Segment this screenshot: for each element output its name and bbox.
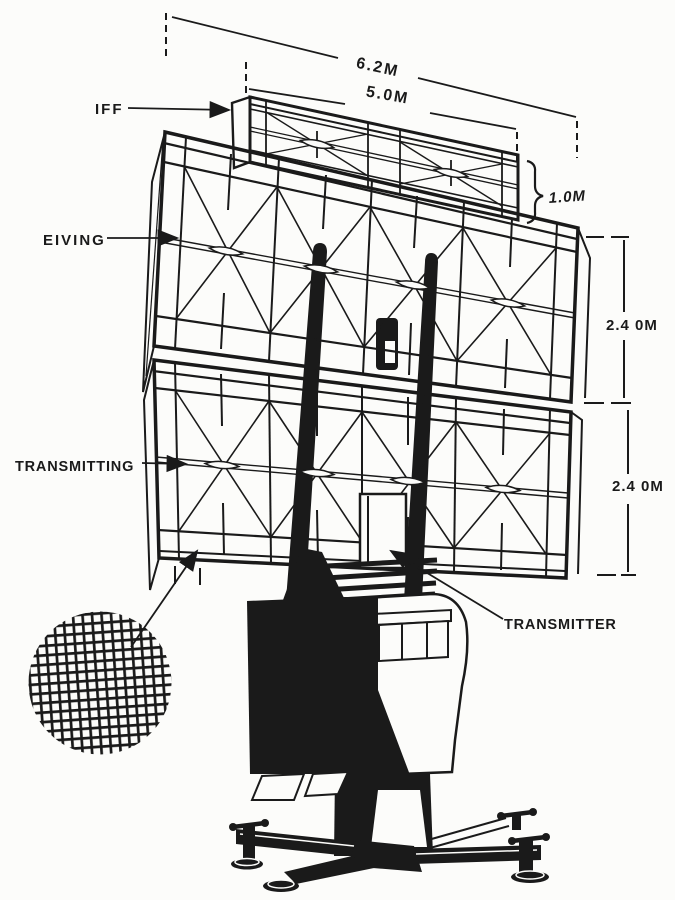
transmitter-label: TRANSMITTER (504, 617, 617, 633)
right-leg-beam (412, 845, 541, 864)
cabinet-window (378, 619, 449, 663)
front-leg-beam (284, 856, 374, 884)
iff-label: IFF (95, 101, 124, 118)
transmitting-label: TRANSMITTING (15, 459, 134, 475)
receiving-height-text: 2.4 0M (606, 317, 658, 334)
support-mast-struts (286, 243, 438, 600)
pedestal-column (345, 597, 410, 775)
right-leveling-jack-upper (497, 808, 537, 830)
mesh-detail-inset (28, 549, 199, 755)
iff-width-text: 5.0M (365, 83, 411, 107)
iff-arrow (127, 100, 232, 119)
dark-cabinet (247, 597, 345, 774)
right-leveling-jack (508, 833, 550, 883)
curly-brace (526, 159, 544, 225)
left-leveling-jack (229, 819, 269, 870)
left-leg-beam (236, 829, 358, 857)
dimension-receiving-height: 2.4 0M (584, 236, 658, 404)
receiving-antenna-panel (142, 129, 592, 404)
callouts: IFF EIVING TRANSMITTING TRANSMITTER (15, 100, 617, 633)
pedestal-base-opening (371, 790, 427, 847)
tripod-base (229, 808, 550, 892)
transmitting-arrow (141, 454, 189, 473)
dimension-transmitting-height: 2.4 0M (597, 410, 664, 576)
overall-width-text: 6.2M (355, 55, 401, 81)
front-foot-pad (263, 879, 299, 892)
transmitting-antenna-panel (142, 358, 584, 591)
transmitter-arrow (389, 549, 504, 620)
dimension-iff-height: 1.0M (526, 159, 587, 225)
mesh-detail-arrow (130, 549, 199, 648)
iff-height-text: 1.0M (548, 187, 586, 207)
mesh-circle (28, 611, 172, 755)
pedestal (247, 592, 469, 856)
transmitting-height-text: 2.4 0M (612, 478, 664, 495)
receiving-label: EIVING (43, 232, 106, 249)
